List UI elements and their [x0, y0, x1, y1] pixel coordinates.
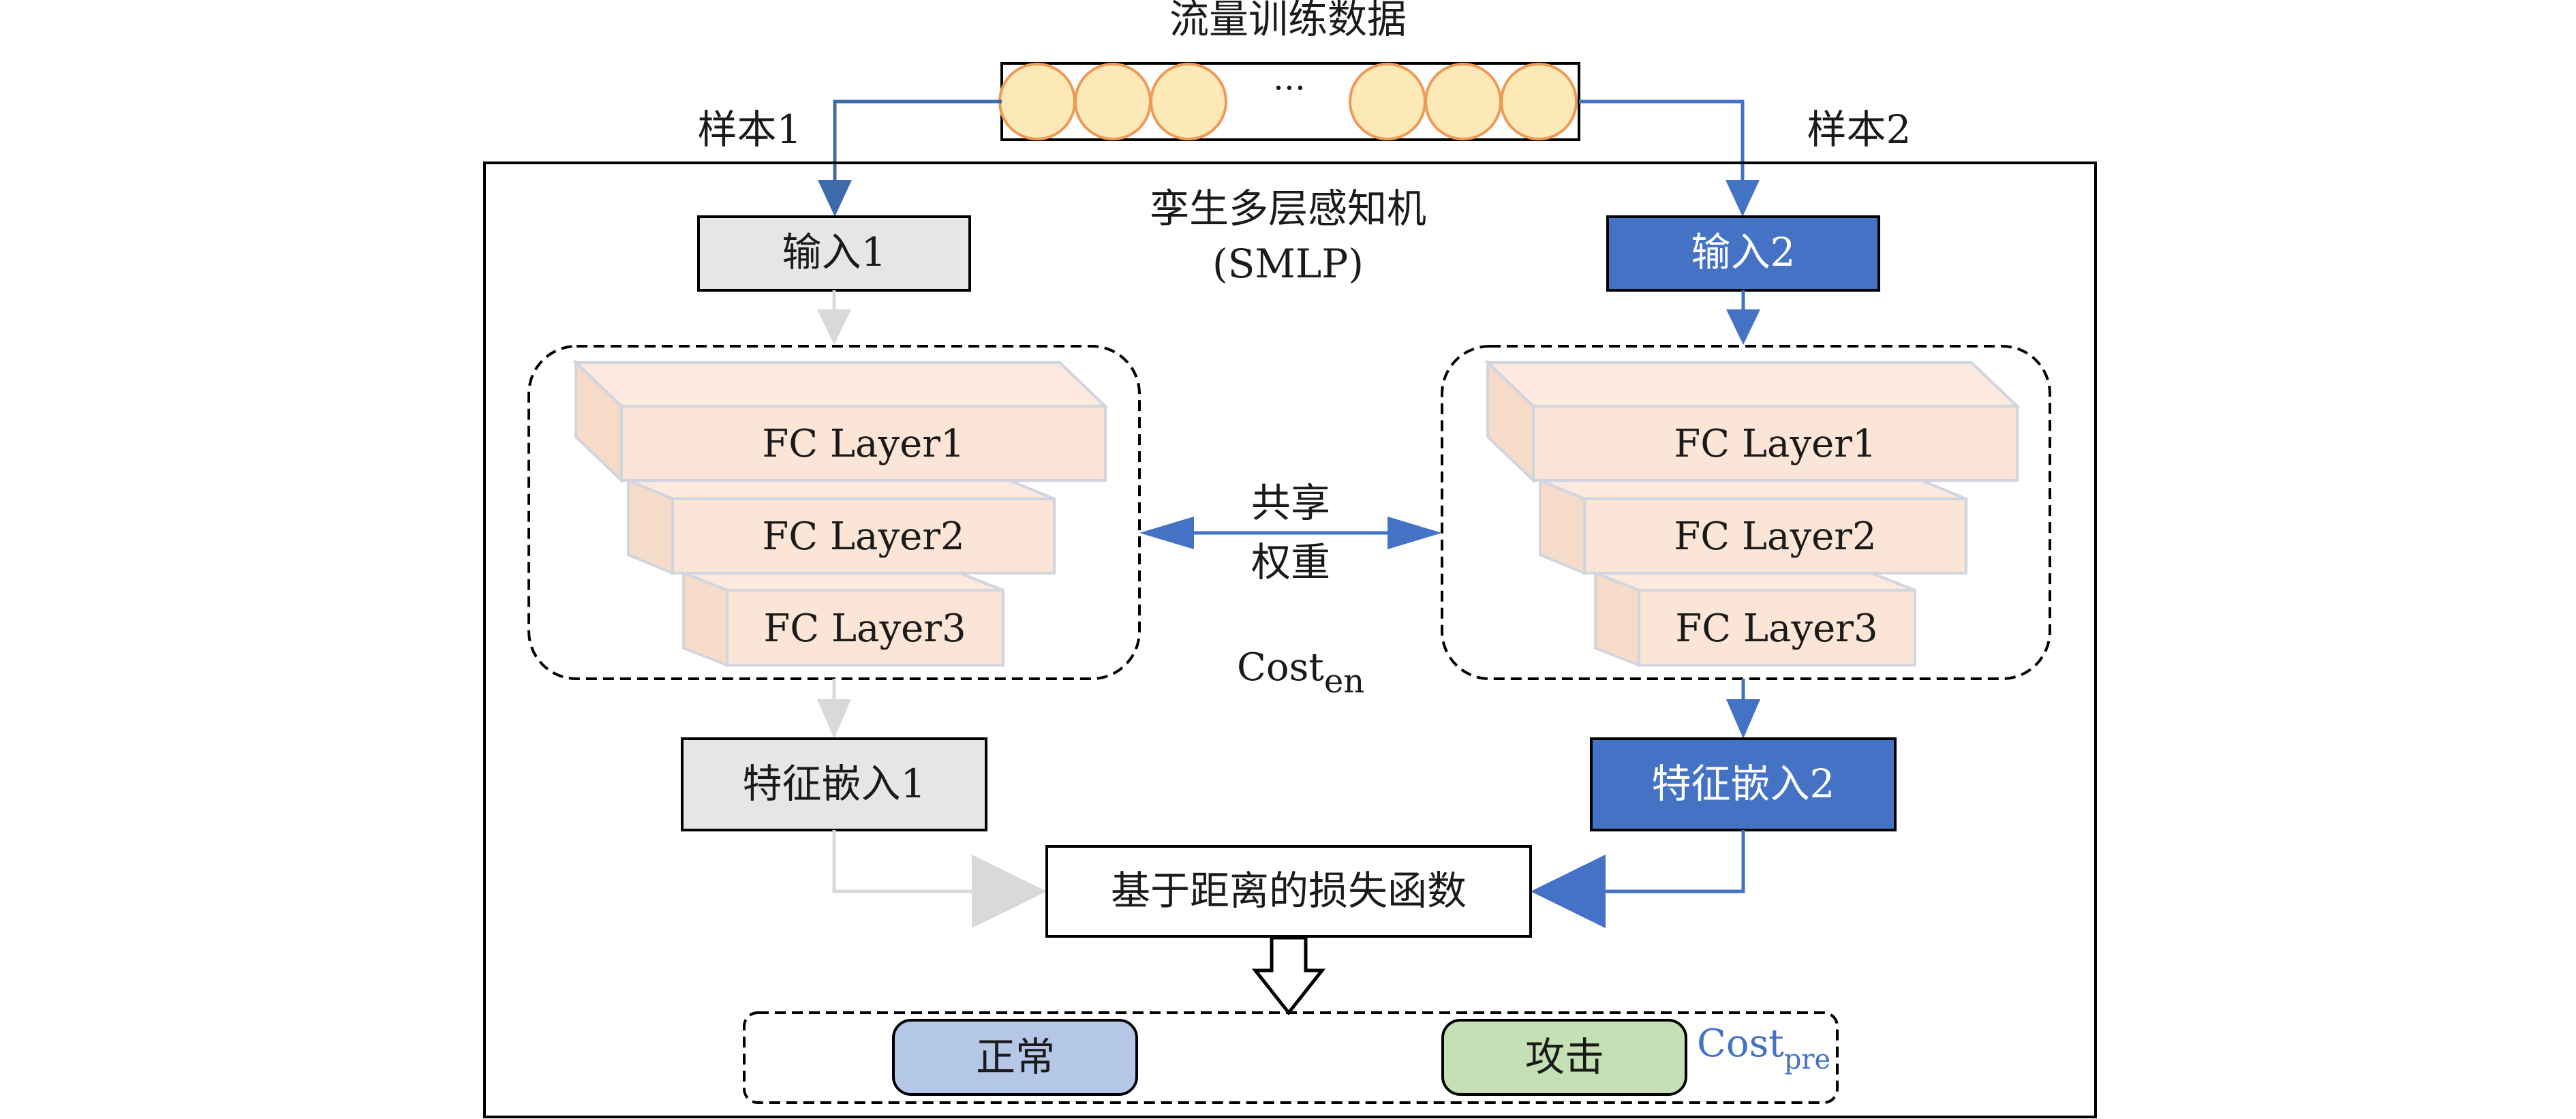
attack-label: 攻击: [1525, 1034, 1604, 1080]
left-loss-arrowhead: [972, 855, 1047, 928]
input2-box: [1606, 215, 1880, 292]
sample1-arrowhead: [818, 180, 852, 217]
left-fc-layer1-label: FC Layer1: [762, 422, 964, 466]
input1-label: 输入1: [782, 229, 887, 275]
right-mlp-group: [1441, 345, 2051, 680]
right-embed-arrowhead: [1726, 699, 1760, 739]
embedding2-box: [1590, 737, 1897, 831]
output-arrow: [1251, 936, 1326, 1016]
left-loss-arrow: [832, 830, 976, 893]
right-loss-arrow: [1601, 830, 1745, 893]
smlp-container: [483, 162, 2097, 1118]
model-subtitle: (SMLP): [1212, 241, 1364, 287]
left-fc-layer2: [627, 478, 1056, 575]
right-fc-layer1-label: FC Layer1: [1674, 422, 1876, 466]
embedding1-label: 特征嵌入1: [743, 761, 926, 807]
normal-label: 正常: [976, 1034, 1055, 1080]
output-group: [743, 1011, 1839, 1104]
left-fc-layer2-label: FC Layer2: [762, 515, 964, 559]
sample-circle: [1349, 63, 1426, 140]
right-input-arrowhead: [1726, 309, 1760, 345]
right-loss-arrowhead: [1531, 855, 1606, 928]
model-title: 孪生多层感知机: [1150, 185, 1426, 232]
normal-box: [892, 1019, 1138, 1096]
left-input-arrowhead: [817, 309, 851, 345]
cost-pre-label: Costpre: [1697, 1022, 1830, 1075]
cost-en-subscript: en: [1324, 662, 1364, 701]
cost-pre-subscript: pre: [1784, 1044, 1830, 1075]
sample1-arrow: [833, 99, 1002, 184]
input1-box: [697, 215, 971, 292]
shared-weights-label-line2: 权重: [1251, 539, 1330, 585]
cost-en-label: Costen: [1237, 645, 1364, 701]
left-fc-layer3: [682, 571, 1005, 667]
right-fc-layer2: [1539, 478, 1967, 575]
sample-circle: [1500, 63, 1578, 140]
embedding1-box: [681, 737, 987, 831]
right-fc-layer1: [1484, 359, 2021, 484]
sample-circle: [1424, 63, 1502, 140]
sample2-label: 样本2: [1807, 106, 1912, 153]
right-fc-layer3: [1594, 571, 1916, 667]
loss-function-label: 基于距离的损失函数: [1111, 868, 1467, 914]
data-title: 流量训练数据: [1169, 0, 1407, 42]
attack-box: [1441, 1019, 1687, 1096]
left-embed-arrowhead: [817, 699, 851, 739]
shared-weights-label-line1: 共享: [1251, 480, 1330, 526]
sample-circle: [1074, 63, 1152, 140]
input2-label: 输入2: [1691, 229, 1796, 275]
sample2-arrow: [1579, 99, 1745, 184]
right-fc-layer2-label: FC Layer2: [1674, 515, 1876, 559]
loss-function-box: [1045, 845, 1532, 938]
left-fc-layer3-label: FC Layer3: [763, 607, 966, 651]
left-fc-layer1: [572, 359, 1109, 484]
sample2-arrowhead: [1726, 180, 1760, 217]
sample-circle: [1150, 63, 1227, 140]
shared-weights-arrowhead-left: [1139, 517, 1194, 549]
sample-sequence: ···: [998, 62, 1580, 141]
sample1-label: 样本1: [698, 106, 802, 153]
embedding2-label: 特征嵌入2: [1652, 761, 1835, 807]
right-fc-layer3-label: FC Layer3: [1675, 607, 1877, 651]
shared-weights-arrowhead-right: [1387, 517, 1442, 549]
sample-circle: [998, 63, 1076, 140]
sequence-ellipsis: ···: [1273, 68, 1306, 108]
